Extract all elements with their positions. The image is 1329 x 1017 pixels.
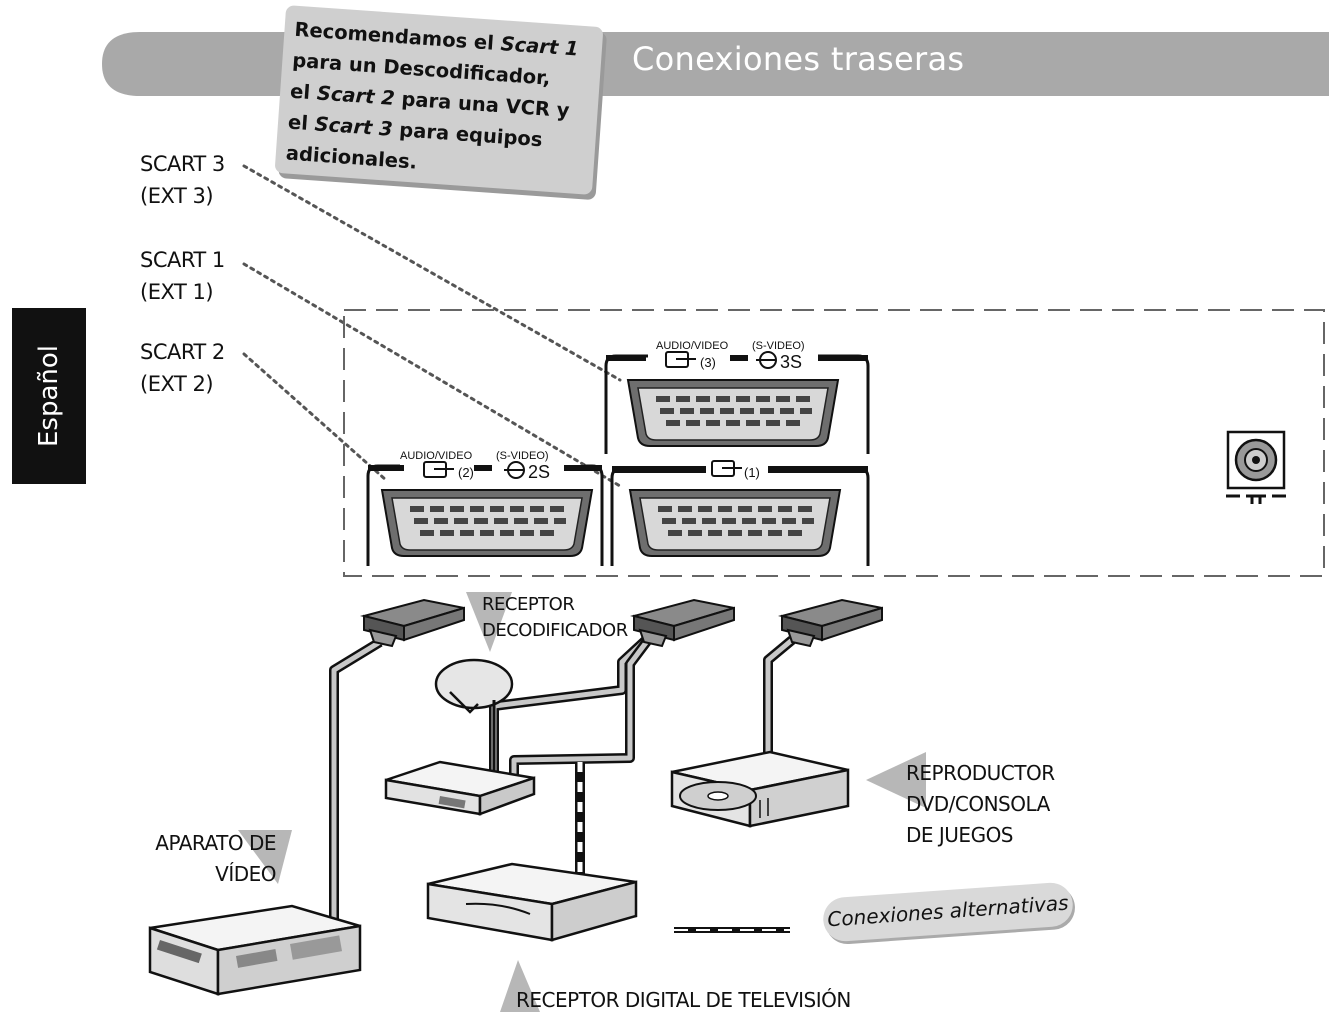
port3-number: (3) <box>700 355 716 370</box>
scart-plug-decoder <box>633 599 735 647</box>
vcr-label-line2: VÍDEO <box>215 862 276 886</box>
language-label: Español <box>34 344 64 448</box>
language-tab: Español <box>12 308 86 484</box>
dvd-console-label: REPRODUCTOR DVD/CONSOLA DE JUEGOS <box>906 758 1055 851</box>
scart2-label: SCART 2 (EXT 2) <box>140 336 225 400</box>
port1-number: (1) <box>744 465 760 480</box>
dvd-label-line1: REPRODUCTOR <box>906 761 1055 785</box>
note-scart1: Scart 1 <box>499 32 580 61</box>
dvd-label-line3: DE JUEGOS <box>906 823 1014 847</box>
scart-port-1 <box>610 466 870 566</box>
port2-audio-label: AUDIO/VIDEO <box>400 450 473 462</box>
port3-audio-label: AUDIO/VIDEO <box>656 340 729 352</box>
vcr-device <box>148 904 362 996</box>
rear-panel-outline <box>343 309 1325 577</box>
scart2-ext: (EXT 2) <box>140 372 214 396</box>
leader-lines <box>242 164 622 488</box>
scart1-label: SCART 1 (EXT 1) <box>140 244 225 308</box>
vcr-label-line1: APARATO DE <box>155 831 276 855</box>
note-line4-a: el <box>287 110 316 136</box>
scart3-label: SCART 3 (EXT 3) <box>140 148 225 212</box>
scart-plug-dvd <box>781 599 883 647</box>
alternative-connections-label: Conexiones alternativas <box>826 890 1070 932</box>
digital-tv-receiver <box>426 862 638 942</box>
scart-plug-vcr <box>363 599 465 647</box>
scart2-name: SCART 2 <box>140 340 225 364</box>
vcr-label: APARATO DE VÍDEO <box>150 828 276 890</box>
decoder-receiver-line1: RECEPTOR <box>482 594 575 615</box>
note-scart3: Scart 3 <box>313 112 394 141</box>
scart3-ext: (EXT 3) <box>140 184 214 208</box>
port2-number: (2) <box>458 465 474 480</box>
port2-svideo-label: (S-VIDEO) <box>496 450 549 462</box>
note-scart2: Scart 2 <box>316 81 396 110</box>
scart1-ext: (EXT 1) <box>140 280 214 304</box>
pointer-arrows <box>238 592 926 1012</box>
digital-receiver-label: RECEPTOR DIGITAL DE TELEVISIÓN <box>516 988 851 1012</box>
scart3-name: SCART 3 <box>140 152 225 176</box>
note-line3-a: el <box>289 79 318 105</box>
decoder-receiver-line2: DECODIFICADOR <box>482 620 628 641</box>
page-title: Conexiones traseras <box>632 40 965 78</box>
decoder-box <box>384 760 536 816</box>
scart-port-3 <box>604 354 870 454</box>
dvd-player <box>670 750 850 828</box>
satellite-dish-icon <box>434 658 514 772</box>
decoder-receiver-label: RECEPTOR DECODIFICADOR <box>482 592 628 644</box>
recommendation-note: Recomendamos el Scart 1 para un Descodif… <box>274 5 604 195</box>
scart1-name: SCART 1 <box>140 248 225 272</box>
antenna-socket-icon <box>1226 430 1286 504</box>
port2-s-label: 2S <box>528 462 550 482</box>
note-text: Recomendamos el Scart 1 para un Descodif… <box>285 14 597 190</box>
dvd-label-line2: DVD/CONSOLA <box>906 792 1050 816</box>
port3-svideo-label: (S-VIDEO) <box>752 340 805 352</box>
scart-port-2 <box>366 464 604 566</box>
port3-s-label: 3S <box>780 352 802 372</box>
